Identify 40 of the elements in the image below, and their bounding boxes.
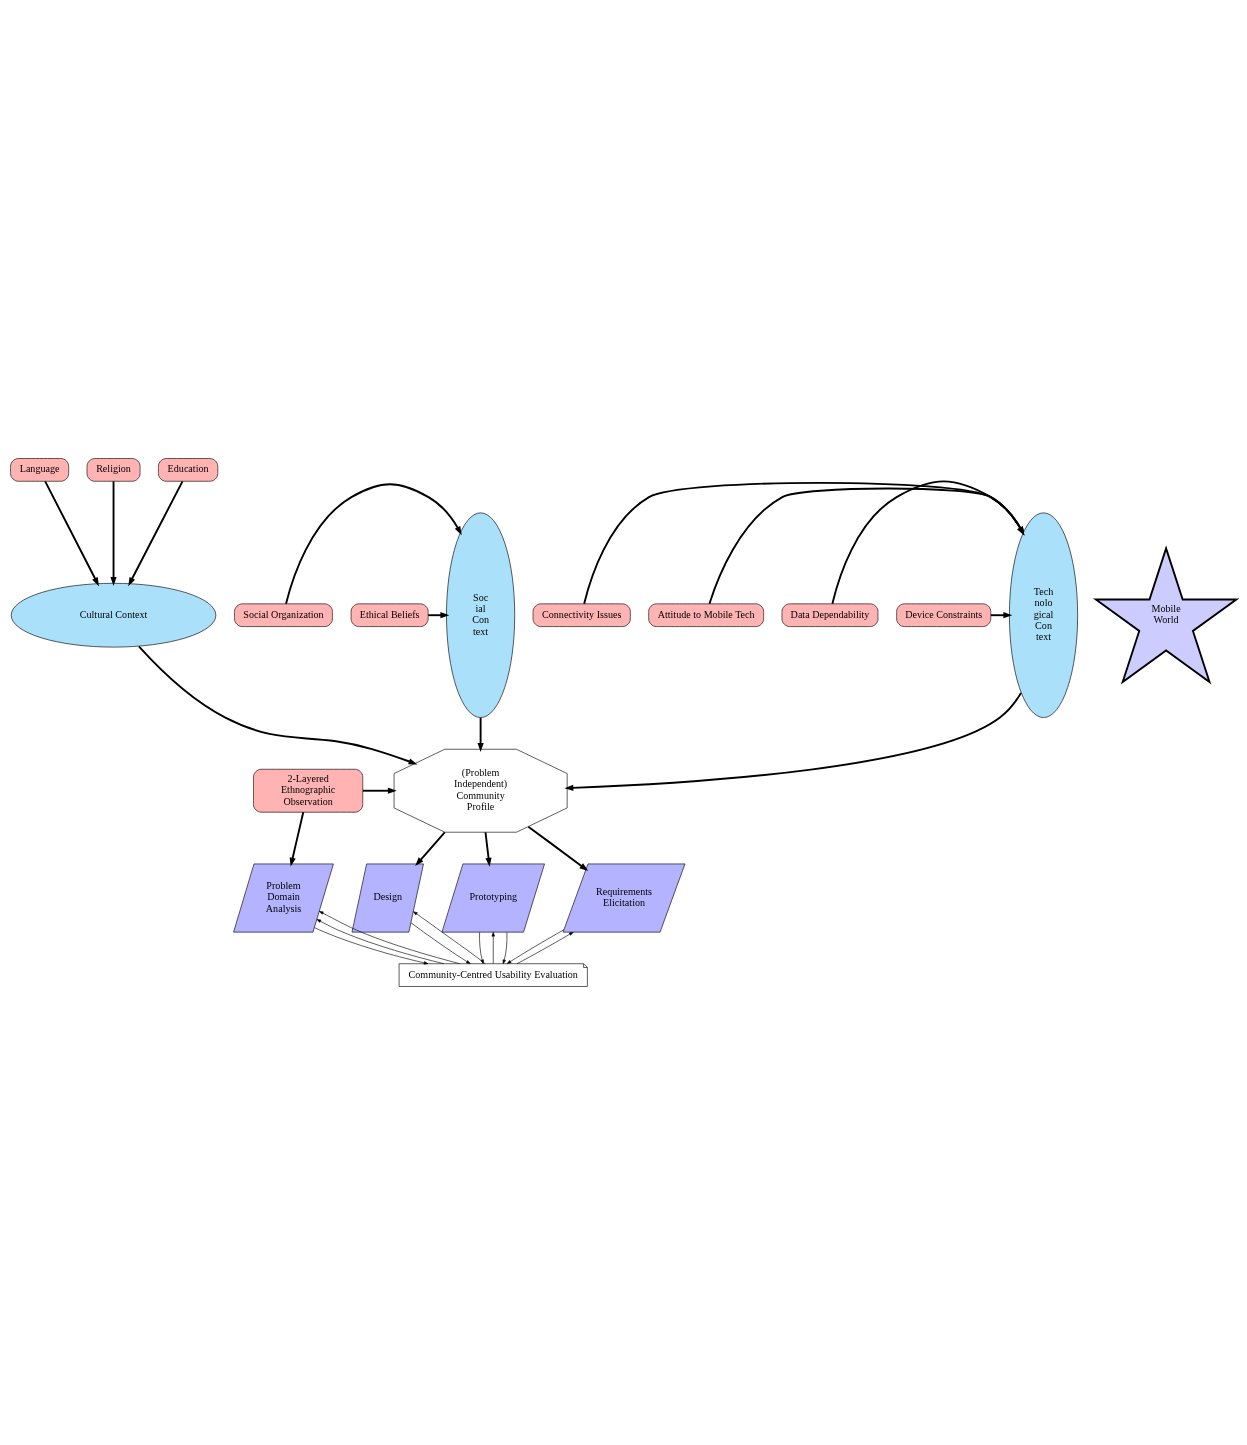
arrow bbox=[516, 931, 574, 964]
arrow bbox=[477, 716, 484, 752]
arrow bbox=[831, 480, 1025, 605]
arrow bbox=[491, 932, 495, 964]
arrow bbox=[415, 831, 446, 867]
arrow bbox=[564, 691, 1023, 791]
node-box: Data Dependability bbox=[781, 603, 879, 627]
arrow bbox=[110, 480, 117, 586]
arrow bbox=[502, 932, 508, 964]
node-box: Connectivity Issues bbox=[532, 603, 631, 627]
arrow bbox=[289, 811, 305, 867]
node-ellipse: Tech nolo gical Con text bbox=[1009, 512, 1078, 718]
node-box: Education bbox=[158, 458, 219, 482]
node-box: Religion bbox=[86, 458, 141, 482]
arrow bbox=[479, 932, 484, 964]
arrow bbox=[314, 927, 429, 965]
node-box: Device Constraints bbox=[896, 603, 992, 627]
arrow bbox=[527, 825, 589, 871]
arrow bbox=[137, 645, 418, 765]
arrow bbox=[285, 483, 462, 605]
arrow bbox=[361, 787, 397, 794]
arrow bbox=[708, 487, 1025, 605]
arrow bbox=[484, 831, 492, 867]
arrow bbox=[506, 929, 565, 964]
node-ellipse: Soc ial Con text bbox=[446, 512, 516, 718]
arrow bbox=[583, 481, 1025, 605]
node-box: 2-Layered Ethnographic Observation bbox=[253, 768, 364, 813]
arrow bbox=[44, 480, 99, 587]
arrow bbox=[319, 911, 461, 965]
node-box: Ethical Beliefs bbox=[350, 603, 429, 627]
arrow bbox=[316, 919, 445, 965]
node-box: Language bbox=[10, 458, 69, 482]
arrow bbox=[128, 480, 184, 587]
arrow bbox=[427, 612, 450, 619]
node-ellipse: Cultural Context bbox=[10, 583, 217, 648]
node-box: Attitude to Mobile Tech bbox=[648, 603, 764, 627]
arrow bbox=[410, 922, 471, 964]
node-box: Social Organization bbox=[234, 603, 333, 627]
arrow bbox=[413, 911, 486, 964]
arrow bbox=[989, 612, 1013, 619]
